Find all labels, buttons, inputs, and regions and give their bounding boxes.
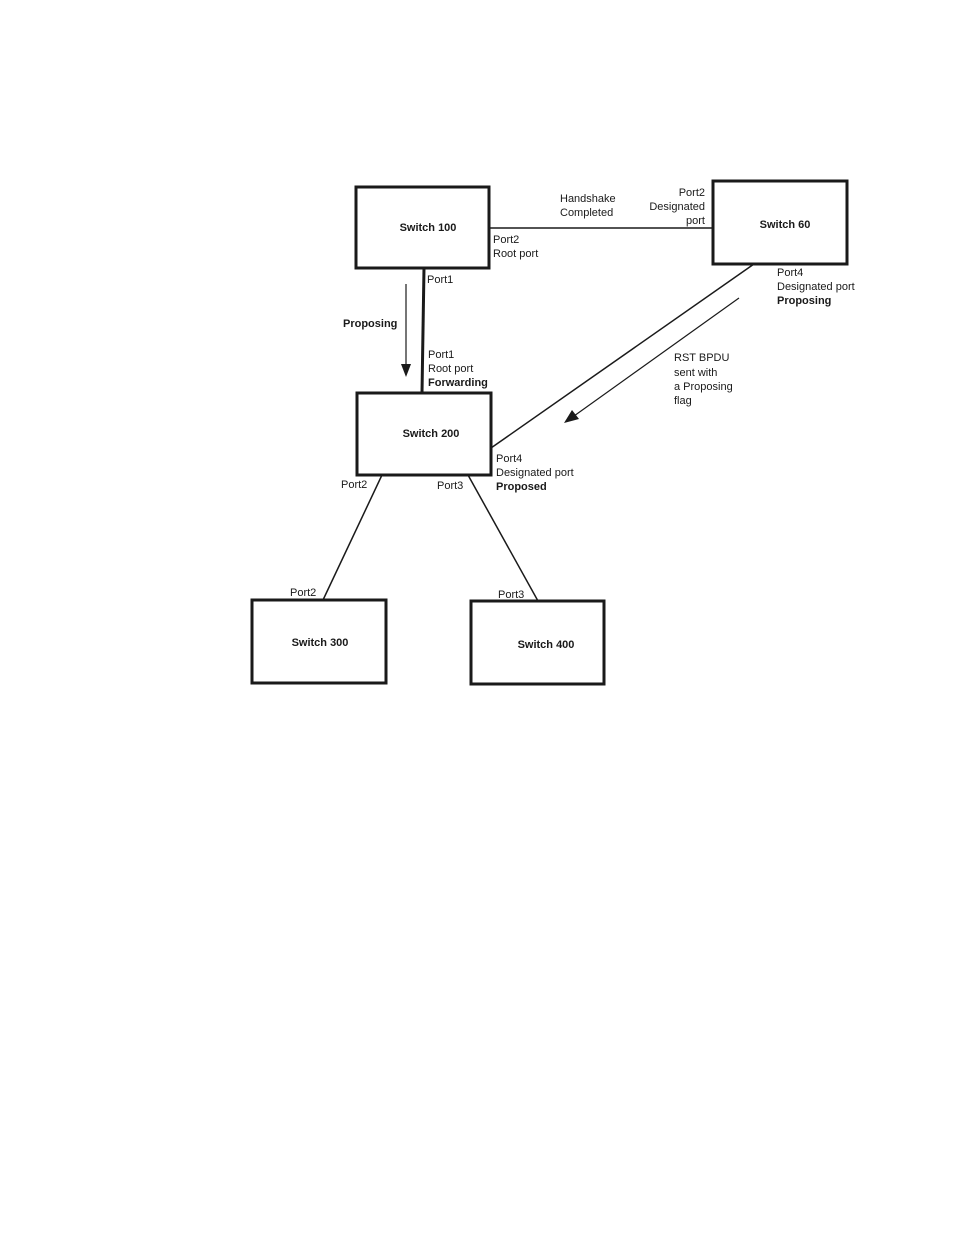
s200-port1-line3: Forwarding xyxy=(428,377,488,389)
rst-bpdu-line3: a Proposing xyxy=(674,381,733,393)
switch-200: Switch 200 xyxy=(357,393,491,475)
s60-port4-line3: Proposing xyxy=(777,295,831,307)
proposing-label: Proposing xyxy=(343,318,397,330)
switch-100-label: Switch 100 xyxy=(400,222,457,234)
s200-port3: Port3 xyxy=(437,480,463,492)
s300-port2: Port2 xyxy=(290,587,316,599)
rst-bpdu-line4: flag xyxy=(674,395,692,407)
s100-port2-line2: Root port xyxy=(493,248,538,260)
proposing-arrow xyxy=(401,284,411,377)
s60-port2-line3: port xyxy=(686,215,705,227)
handshake-label-line2: Completed xyxy=(560,207,613,219)
s60-port2-line1: Port2 xyxy=(679,187,705,199)
switch-300-label: Switch 300 xyxy=(292,637,349,649)
link-s100-s200 xyxy=(422,268,424,393)
s200-port1-line2: Root port xyxy=(428,363,473,375)
s60-port4-line2: Designated port xyxy=(777,281,855,293)
link-s200-s300 xyxy=(323,475,382,600)
s200-port1-line1: Port1 xyxy=(428,349,454,361)
switch-400: Switch 400 xyxy=(471,601,604,684)
s60-port2-line2: Designated xyxy=(649,201,705,213)
handshake-label-line1: Handshake xyxy=(560,193,616,205)
switch-300: Switch 300 xyxy=(252,600,386,683)
switch-60: Switch 60 xyxy=(713,181,847,264)
switch-200-label: Switch 200 xyxy=(403,428,460,440)
s60-port4-line1: Port4 xyxy=(777,267,803,279)
s200-port4-line3: Proposed xyxy=(496,481,547,493)
rst-bpdu-line1: RST BPDU xyxy=(674,352,729,364)
switch-400-label: Switch 400 xyxy=(518,639,575,651)
s200-port2: Port2 xyxy=(341,479,367,491)
s100-port1: Port1 xyxy=(427,274,453,286)
s200-port4-line1: Port4 xyxy=(496,453,522,465)
s100-port2-line1: Port2 xyxy=(493,234,519,246)
switch-60-label: Switch 60 xyxy=(760,219,811,231)
rst-bpdu-line2: sent with xyxy=(674,367,717,379)
switch-100: Switch 100 xyxy=(356,187,489,268)
s200-port4-line2: Designated port xyxy=(496,467,574,479)
link-s200-s400 xyxy=(468,475,538,601)
s400-port3: Port3 xyxy=(498,589,524,601)
